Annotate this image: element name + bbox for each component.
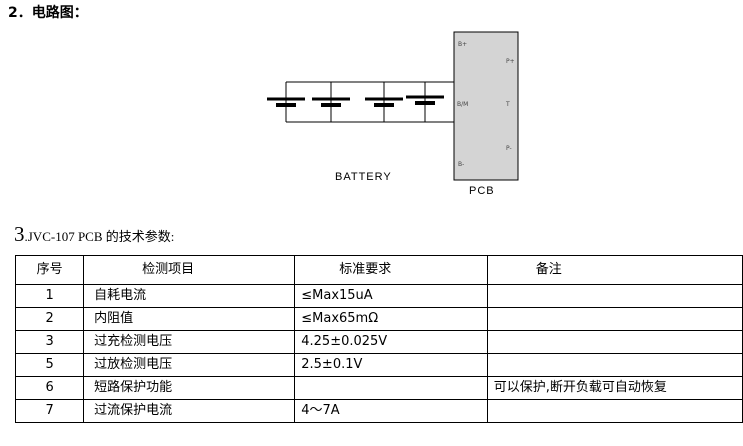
pin-p-minus: P- bbox=[506, 145, 512, 152]
battery-cell-2 bbox=[312, 97, 350, 107]
cell-item: 过充检测电压 bbox=[83, 330, 296, 354]
header-item: 检测项目 bbox=[83, 255, 296, 285]
battery-label: BATTERY bbox=[335, 171, 392, 183]
header-index: 序号 bbox=[14, 255, 85, 285]
table-header-row: 序号 检测项目 标准要求 备注 bbox=[14, 255, 743, 285]
table-row: 7 过流保护电流 4～7A bbox=[14, 399, 743, 423]
pin-p-plus: P+ bbox=[506, 58, 515, 65]
cell-note bbox=[486, 284, 743, 308]
cell-standard bbox=[294, 376, 488, 400]
cell-item: 短路保护功能 bbox=[83, 376, 296, 400]
section-3-number: 3 bbox=[14, 222, 25, 246]
table-row: 6 短路保护功能 可以保护,断开负载可自动恢复 bbox=[14, 376, 743, 400]
section-3-title-text: .JVC-107 PCB 的技术参数: bbox=[24, 229, 175, 244]
cell-standard: ≤Max65mΩ bbox=[294, 307, 488, 331]
cell-index: 3 bbox=[14, 330, 85, 354]
pin-b-plus: B+ bbox=[458, 41, 467, 48]
table-row: 2 内阻值 ≤Max65mΩ bbox=[14, 307, 743, 331]
pin-b-minus: B- bbox=[458, 161, 464, 168]
table-row: 5 过放检测电压 2.5±0.1V bbox=[14, 353, 743, 377]
pcb-label: PCB bbox=[469, 185, 495, 197]
cell-note bbox=[486, 353, 743, 377]
section-2-title: 2．电路图： bbox=[8, 5, 88, 21]
header-standard: 标准要求 bbox=[294, 255, 488, 285]
wires bbox=[285, 81, 454, 123]
cell-item: 过流保护电流 bbox=[83, 399, 296, 423]
cell-item: 过放检测电压 bbox=[83, 353, 296, 377]
cell-item: 自耗电流 bbox=[83, 284, 296, 308]
battery-cell-3 bbox=[365, 97, 403, 107]
cell-index: 5 bbox=[14, 353, 85, 377]
battery-cell-1 bbox=[267, 97, 305, 107]
section-3-title: 3.JVC-107 PCB 的技术参数: bbox=[14, 222, 174, 247]
pcb-box bbox=[453, 31, 519, 181]
table-row: 1 自耗电流 ≤Max15uA bbox=[14, 284, 743, 308]
cell-item: 内阻值 bbox=[83, 307, 296, 331]
battery-cell-4 bbox=[406, 95, 444, 105]
cell-note: 可以保护,断开负载可自动恢复 bbox=[486, 376, 743, 400]
pin-b-mid: B/M bbox=[457, 101, 468, 108]
cell-index: 7 bbox=[14, 399, 85, 423]
cell-note bbox=[486, 307, 743, 331]
cell-note bbox=[486, 399, 743, 423]
cell-index: 2 bbox=[14, 307, 85, 331]
cell-index: 1 bbox=[14, 284, 85, 308]
cell-standard: 4.25±0.025V bbox=[294, 330, 488, 354]
cell-standard: ≤Max15uA bbox=[294, 284, 488, 308]
spec-table: 序号 检测项目 标准要求 备注 1 自耗电流 ≤Max15uA 2 内阻值 ≤M… bbox=[14, 255, 743, 423]
table-row: 3 过充检测电压 4.25±0.025V bbox=[14, 330, 743, 354]
cell-standard: 4～7A bbox=[294, 399, 488, 423]
circuit-diagram: B+ B/M B- P+ T P- BATTERY PCB bbox=[267, 31, 519, 197]
header-note: 备注 bbox=[486, 255, 743, 285]
pin-t: T bbox=[505, 101, 510, 108]
cell-standard: 2.5±0.1V bbox=[294, 353, 488, 377]
cell-index: 6 bbox=[14, 376, 85, 400]
cell-note bbox=[486, 330, 743, 354]
